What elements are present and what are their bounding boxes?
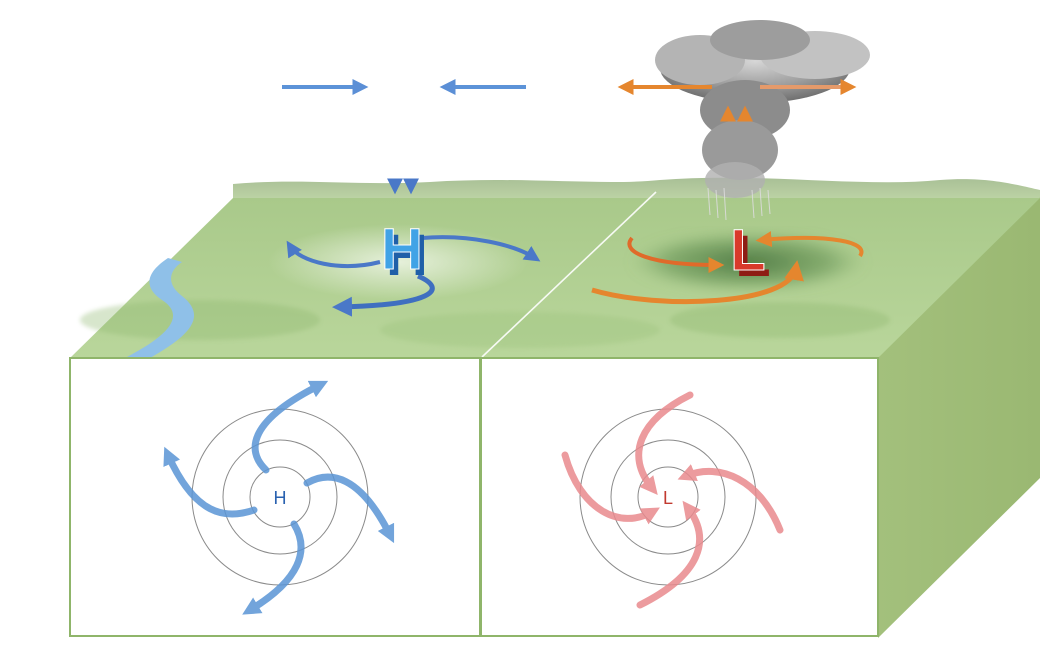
grass-texture [80,300,890,348]
high-h-letter: H H [381,217,428,289]
storm-cloud [655,20,870,198]
svg-text:H: H [386,223,428,288]
box-side-face [878,197,1040,638]
high-outflow-arrow-1 [286,240,381,269]
low-shadow [630,232,866,292]
low-plan-spiral-arrows [561,391,784,609]
high-plan-label: H [274,488,287,508]
high-outflow-arrow-3 [332,273,435,317]
river [125,258,195,358]
ground-divider-line [481,191,657,358]
high-outflow-arrow-2 [421,235,541,262]
low-l-letter: L L [730,218,771,290]
svg-text:H: H [381,217,423,282]
high-glow [268,224,528,300]
low-inflow-arrow-2 [755,231,864,258]
low-plan-label: L [663,488,673,508]
low-inflow-arrow-1 [627,236,725,273]
svg-text:L: L [735,224,770,289]
rain-streaks [707,187,771,221]
low-inflow-arrow-3 [591,260,804,305]
svg-text:L: L [730,218,765,283]
high-plan-spiral-arrows [163,380,395,615]
distant-hills [233,177,1040,198]
